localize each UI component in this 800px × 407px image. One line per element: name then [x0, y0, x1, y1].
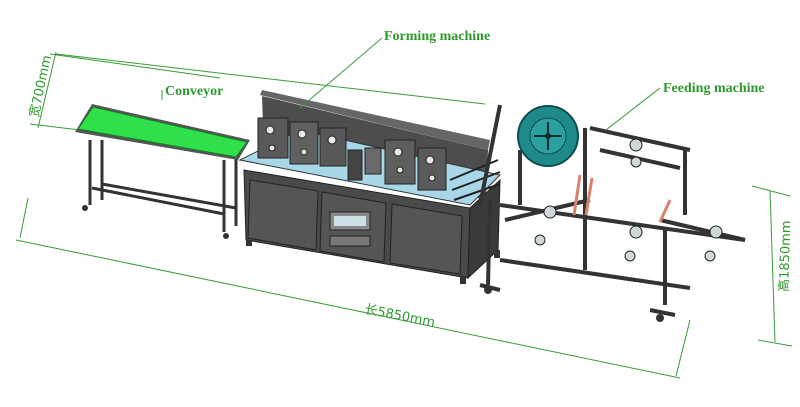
width-dimension-label: 宽700mm [26, 54, 55, 119]
forming-machine-label: Forming machine [384, 29, 490, 44]
dimension-lines [15, 51, 793, 379]
label-leaders [161, 37, 661, 131]
conveyor-label: Conveyor [165, 84, 223, 99]
feeding-machine [478, 104, 746, 322]
forming-machine [238, 90, 501, 284]
conveyor-belt [77, 106, 248, 158]
conveyor [75, 104, 250, 239]
height-dimension-label: 高1850mm [776, 220, 794, 292]
length-dimension-label: 长5850mm [363, 302, 436, 330]
feeding-machine-label: Feeding machine [663, 81, 765, 96]
